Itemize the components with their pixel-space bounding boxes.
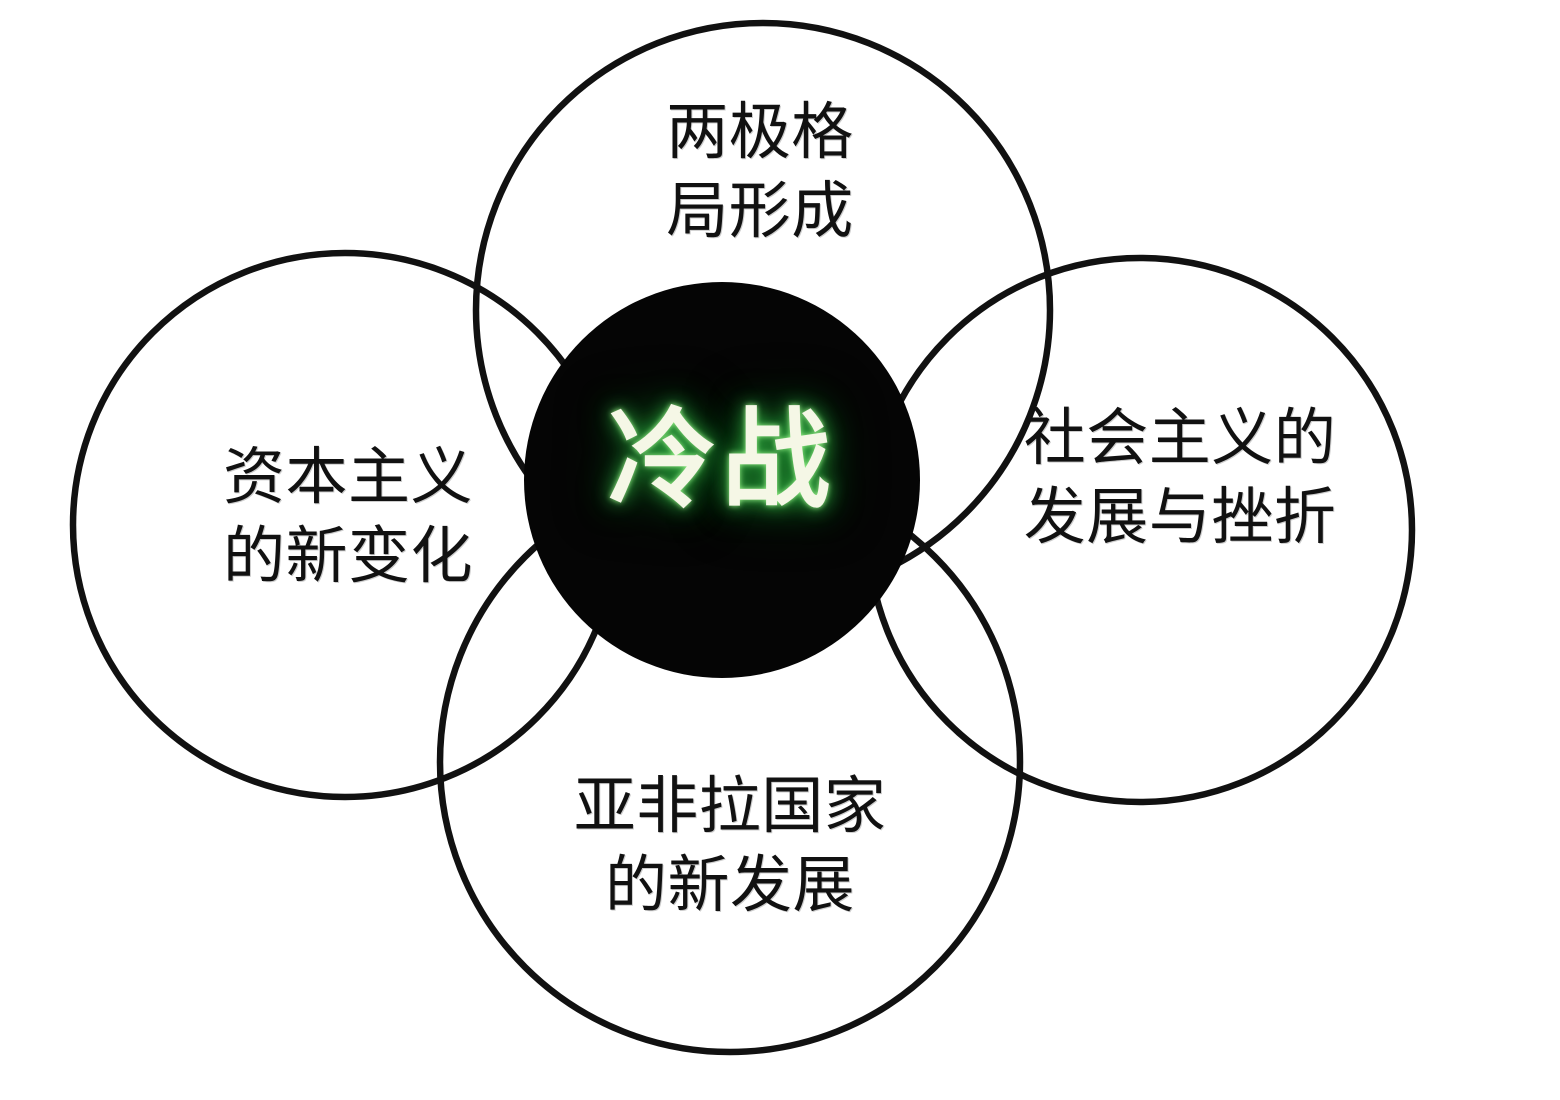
- core-circle[interactable]: [524, 282, 920, 678]
- petal-label-top: 两极格 局形成: [666, 95, 854, 248]
- petal-label-bottom: 亚非拉国家 的新发展: [573, 769, 887, 922]
- petal-label-right: 社会主义的 发展与挫折: [1023, 401, 1337, 554]
- petal-label-left: 资本主义 的新变化: [222, 440, 473, 593]
